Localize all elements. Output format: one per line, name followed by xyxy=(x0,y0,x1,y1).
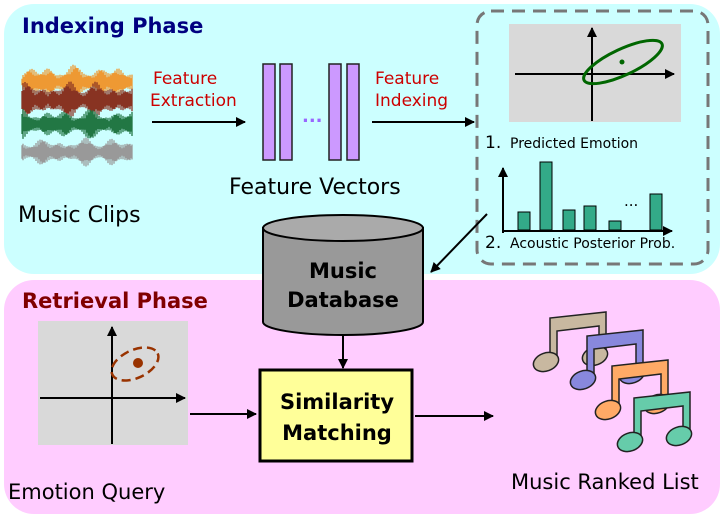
feature-vectors-label: Feature Vectors xyxy=(229,175,401,200)
feature-extraction-label-line2: Extraction xyxy=(150,91,237,111)
posterior-ellipsis: ... xyxy=(624,192,638,210)
music-clips-waveform-icon xyxy=(21,64,133,167)
feature-vectors-ellipsis: ... xyxy=(302,106,323,127)
predicted-emotion-plot xyxy=(509,24,681,122)
feature-indexing-label-line2: Indexing xyxy=(375,91,448,111)
emotion-query-label: Emotion Query xyxy=(8,480,165,504)
predicted-emotion-number: 1. xyxy=(485,133,501,153)
acoustic-posterior-label: Acoustic Posterior Prob. xyxy=(510,236,675,252)
predicted-emotion-label: Predicted Emotion xyxy=(510,136,638,152)
retrieval-phase-title: Retrieval Phase xyxy=(22,289,208,313)
music-ranked-list-notes-icon xyxy=(532,311,693,453)
acoustic-posterior-number: 2. xyxy=(485,233,501,253)
music-database-label-line2: Database xyxy=(287,288,399,312)
similarity-matching-label-line1: Similarity xyxy=(280,390,394,414)
similarity-matching-box xyxy=(258,368,414,463)
index-to-database-arrow xyxy=(430,213,488,273)
acoustic-posterior-plot xyxy=(498,161,673,236)
feature-extraction-label-line1: Feature xyxy=(153,69,217,89)
indexing-phase-title: Indexing Phase xyxy=(22,14,203,38)
indexed-features-box xyxy=(475,9,710,266)
music-ranked-list-label: Music Ranked List xyxy=(511,470,699,494)
music-database-label-line1: Music xyxy=(309,259,377,283)
feature-indexing-label-line1: Feature xyxy=(375,69,439,89)
feature-vectors-icon xyxy=(262,63,360,161)
emotion-query-plot xyxy=(38,321,188,445)
music-clips-label: Music Clips xyxy=(18,203,141,228)
similarity-matching-label-line2: Matching xyxy=(282,421,392,445)
music-database-icon xyxy=(262,214,424,336)
